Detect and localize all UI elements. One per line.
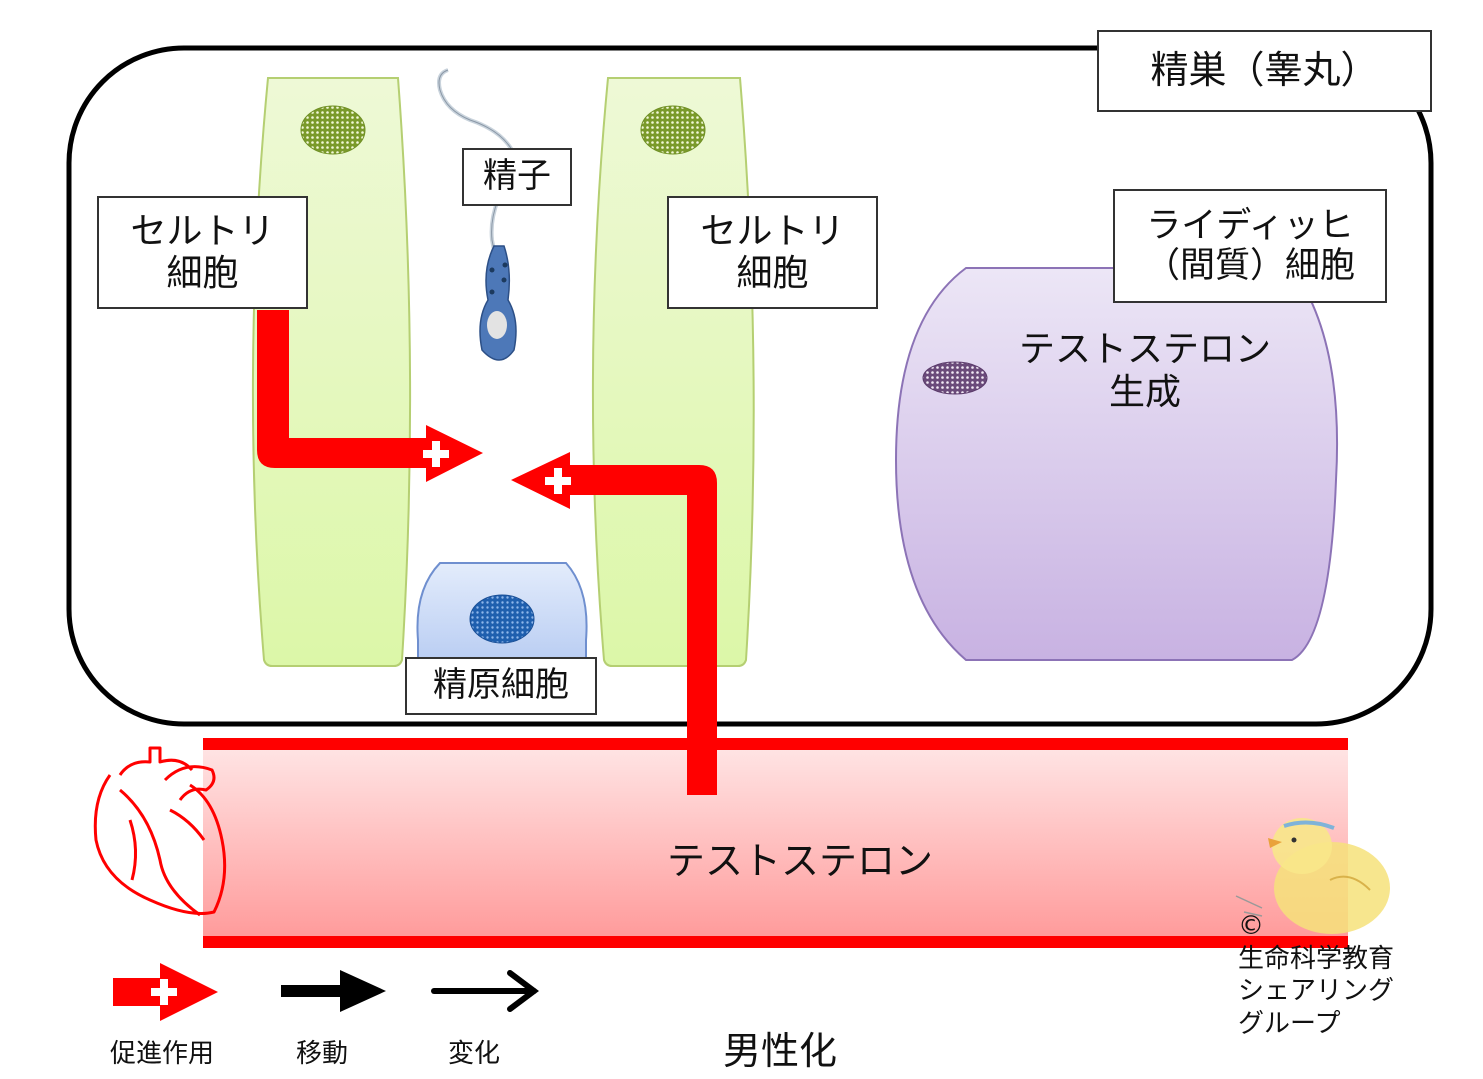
plus-icon [545,468,571,494]
spermatogonium-nucleus [469,594,535,644]
credit-line4: グループ [1238,1008,1341,1039]
legend-change-text: 変化 [447,1039,500,1069]
promote-arrow-sertoli [257,310,483,482]
credit-line3: シェアリング [1238,976,1395,1006]
vessel-wall-bottom [203,936,1348,948]
sertoli-label-right-line1: セルトリ [700,211,845,253]
vessel-testosterone-label: テストステロン [620,830,980,885]
legend-move-arrow [281,970,386,1012]
vessel-label-text: テストステロン [666,839,933,883]
legend-move-text: 移動 [295,1039,348,1069]
leydig-nucleus [922,361,988,395]
spermatogonia-label: 精原細胞 [405,657,597,715]
blood-vessel [203,748,1348,940]
testis-label-text: 精巣（睾丸） [1150,48,1379,93]
leydig-testosterone-text: テストステロン 生成 [990,328,1300,414]
leydig-label: ライディッヒ （間質）細胞 [1113,189,1387,303]
spermatogonia-label-text: 精原細胞 [433,665,569,706]
sertoli-label-right-line2: 細胞 [736,252,809,294]
sertoli-label-left-line1: セルトリ [130,211,275,253]
sertoli-nucleus-right [640,105,706,155]
sertoli-label-right: セルトリ 細胞 [667,196,878,309]
credit-line2: 生命科学教育 [1238,943,1395,974]
leydig-cell [894,267,1339,661]
legend-move-label: 移動 [282,1033,362,1070]
sperm-label: 精子 [462,148,572,206]
legend-promote-label: 促進作用 [92,1033,232,1070]
sertoli-cell-right [591,77,755,667]
sperm-icon [437,68,517,361]
credit-line1: © [1238,911,1264,941]
masculinization-label: 男性化 [700,1020,860,1075]
leydig-text-line1: テストステロン [1018,329,1271,370]
leydig-label-line1: ライディッヒ [1146,205,1354,246]
sertoli-label-left-line2: 細胞 [166,252,239,294]
sertoli-label-left: セルトリ 細胞 [97,196,308,309]
legend-promote-arrow [113,963,218,1021]
legend-promote-text: 促進作用 [109,1039,214,1069]
vessel-wall-top [203,738,1348,750]
leydig-label-line2: （間質）細胞 [1144,246,1355,286]
promote-arrow-testosterone [511,452,717,795]
leydig-text-line2: 生成 [1108,372,1181,414]
masculinization-text: 男性化 [722,1029,837,1073]
heart-icon [93,746,227,917]
testis-label: 精巣（睾丸） [1097,30,1432,112]
legend-change-arrow [431,970,539,1012]
credit-text: © 生命科学教育 シェアリング グループ [1238,910,1394,1040]
legend-change-label: 変化 [434,1033,514,1070]
plus-icon [423,441,449,467]
sertoli-nucleus-left [300,105,366,155]
sperm-label-text: 精子 [483,156,551,197]
chick-mascot-icon [1235,818,1390,934]
